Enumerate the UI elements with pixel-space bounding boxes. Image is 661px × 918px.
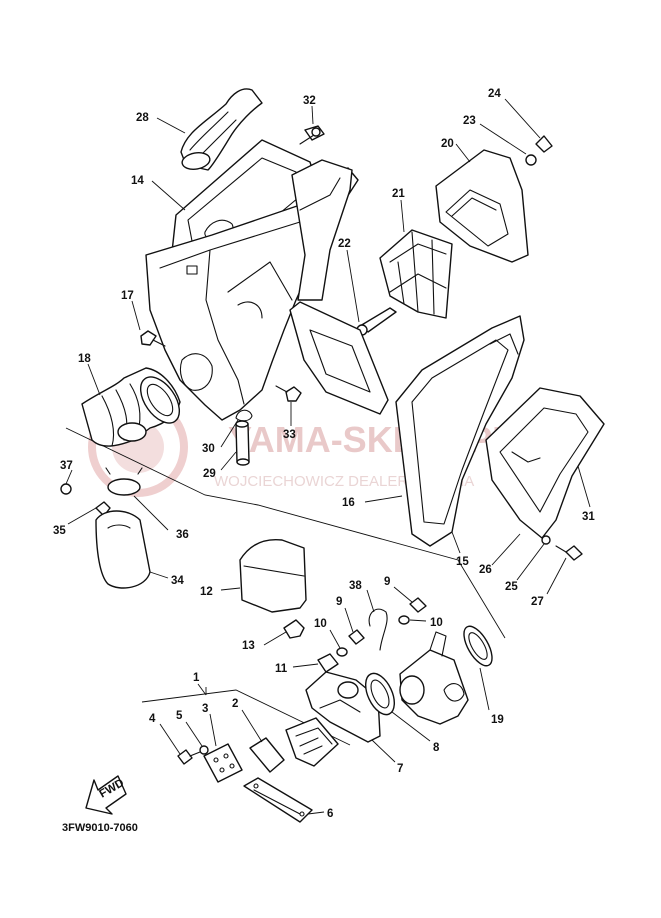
joint-8 [364,672,396,716]
callout-10-right: 10 [430,617,443,629]
callout-11: 11 [275,663,288,675]
filter-cover-34 [95,510,151,589]
callout-9-left: 9 [336,596,342,608]
side-cover-31 [485,387,605,539]
bolt-17 [140,330,166,347]
joint-bolt-22 [356,307,397,336]
reed-plate-3 [203,743,243,783]
callout-15: 15 [456,556,469,568]
callout-20: 20 [441,138,454,150]
carburetor [399,631,469,725]
intake-joint-tube [180,88,263,171]
callout-28: 28 [136,112,149,124]
clip-30 [235,409,253,422]
bolt-32 [299,125,325,145]
filter-cage-plate [289,301,389,415]
callout-31: 31 [582,511,595,523]
fwd-arrow-icon: FWD [85,775,127,815]
callout-23: 23 [463,115,476,127]
screw-9-a [348,629,365,645]
intake-manifold [305,671,381,743]
callout-22: 22 [338,238,351,250]
intake-boot [81,367,181,447]
callout-6: 6 [327,808,333,820]
screw-24 [535,135,553,153]
clip-13 [283,619,305,639]
callout-37: 37 [60,460,73,472]
callout-38: 38 [349,580,362,592]
grommet-25-26 [541,535,551,545]
callout-27: 27 [531,596,544,608]
callout-3: 3 [202,703,208,715]
bolt-33 [275,385,302,402]
callout-2: 2 [232,698,238,710]
callout-24: 24 [488,88,501,100]
washer-5 [199,745,209,755]
callout-26: 26 [479,564,492,576]
hose-38 [368,608,388,651]
air-filter-element [435,149,529,263]
callout-10-left: 10 [314,618,327,630]
callout-5: 5 [176,710,183,722]
callout-17: 17 [121,290,134,302]
callout-19: 19 [491,714,504,726]
callout-13: 13 [242,640,255,652]
drawing-code: 3FW9010-7060 [62,822,138,834]
callout-35: 35 [53,525,66,537]
callout-8: 8 [433,742,440,754]
callout-25: 25 [505,581,518,593]
bolt-37 [60,483,72,495]
band-36 [105,467,143,496]
callout-1: 1 [193,672,200,684]
screw-23 [525,154,537,166]
reed-valve [285,717,339,767]
callout-21: 21 [392,188,405,200]
screw-9-b [409,597,427,613]
screw-27 [555,545,583,561]
callout-18: 18 [78,353,91,365]
washer-10-b [398,615,410,625]
callout-32: 32 [303,95,316,107]
callout-14: 14 [131,175,144,187]
callout-34: 34 [171,575,184,587]
screw-4 [177,749,201,765]
callout-labels: 28 32 14 17 18 30 29 33 22 21 20 23 24 1… [53,88,595,820]
callout-9-right: 9 [384,576,390,588]
callout-33: 33 [283,429,296,441]
reed-stopper-2 [249,737,285,773]
air-filter-case [145,139,359,421]
callout-29: 29 [203,468,216,480]
hose-band-19 [463,625,493,667]
group-bracket-upper [65,427,506,639]
callout-16: 16 [342,497,355,509]
callout-12: 12 [200,586,213,598]
filter-guide [379,229,453,319]
side-cover-16 [395,315,525,547]
callout-36: 36 [176,529,189,541]
spacer-11 [317,653,339,673]
washer-10-a [336,647,348,657]
leader-lines [65,98,591,815]
callout-4: 4 [149,713,156,725]
chamber-12 [239,538,307,613]
callout-30: 30 [202,443,215,455]
drain-pipe [235,420,250,466]
callout-7: 7 [397,763,403,775]
gasket-6 [243,777,313,823]
